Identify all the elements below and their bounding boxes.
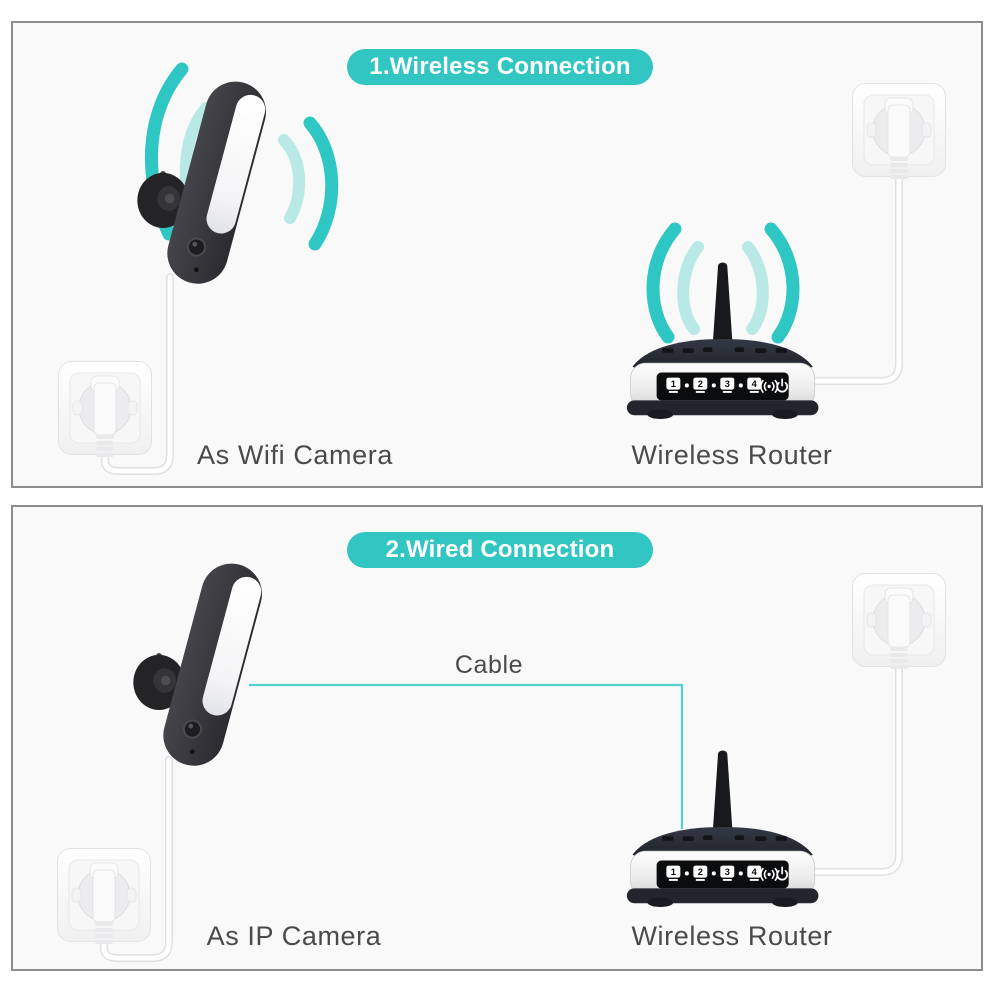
router-caption: Wireless Router [631, 440, 833, 470]
wired-connection-panel: 2.Wired Connection Cable As IP Camera Wi… [11, 505, 983, 971]
banner-text: 1.Wireless Connection [369, 53, 631, 80]
ip-camera [132, 555, 270, 774]
camera-wall-socket [57, 848, 151, 945]
power-cord-router [809, 173, 903, 385]
router-caption: Wireless Router [631, 921, 833, 951]
router-wall-socket [852, 573, 946, 670]
wireless-diagram-art [58, 62, 946, 475]
cable-label: Cable [454, 651, 524, 679]
ethernet-cable-line [249, 683, 684, 829]
router-wall-socket [852, 83, 946, 180]
camera-wall-socket [58, 361, 152, 458]
wireless-router [625, 749, 820, 908]
camera-caption: As Wifi Camera [197, 440, 393, 470]
wireless-connection-panel: 1.Wireless Connection As Wifi Camera Wir… [11, 21, 983, 488]
wireless-connection-banner: 1.Wireless Connection [347, 49, 653, 85]
power-cord-camera [100, 756, 173, 962]
power-cord-camera [101, 273, 174, 475]
camera-caption: As IP Camera [206, 921, 382, 951]
power-cord-router [809, 663, 903, 876]
banner-text: 2.Wired Connection [385, 536, 615, 563]
router-wifi-waves-icon [646, 222, 800, 344]
wired-connection-banner: 2.Wired Connection [347, 532, 653, 568]
wired-diagram-art [57, 555, 946, 962]
